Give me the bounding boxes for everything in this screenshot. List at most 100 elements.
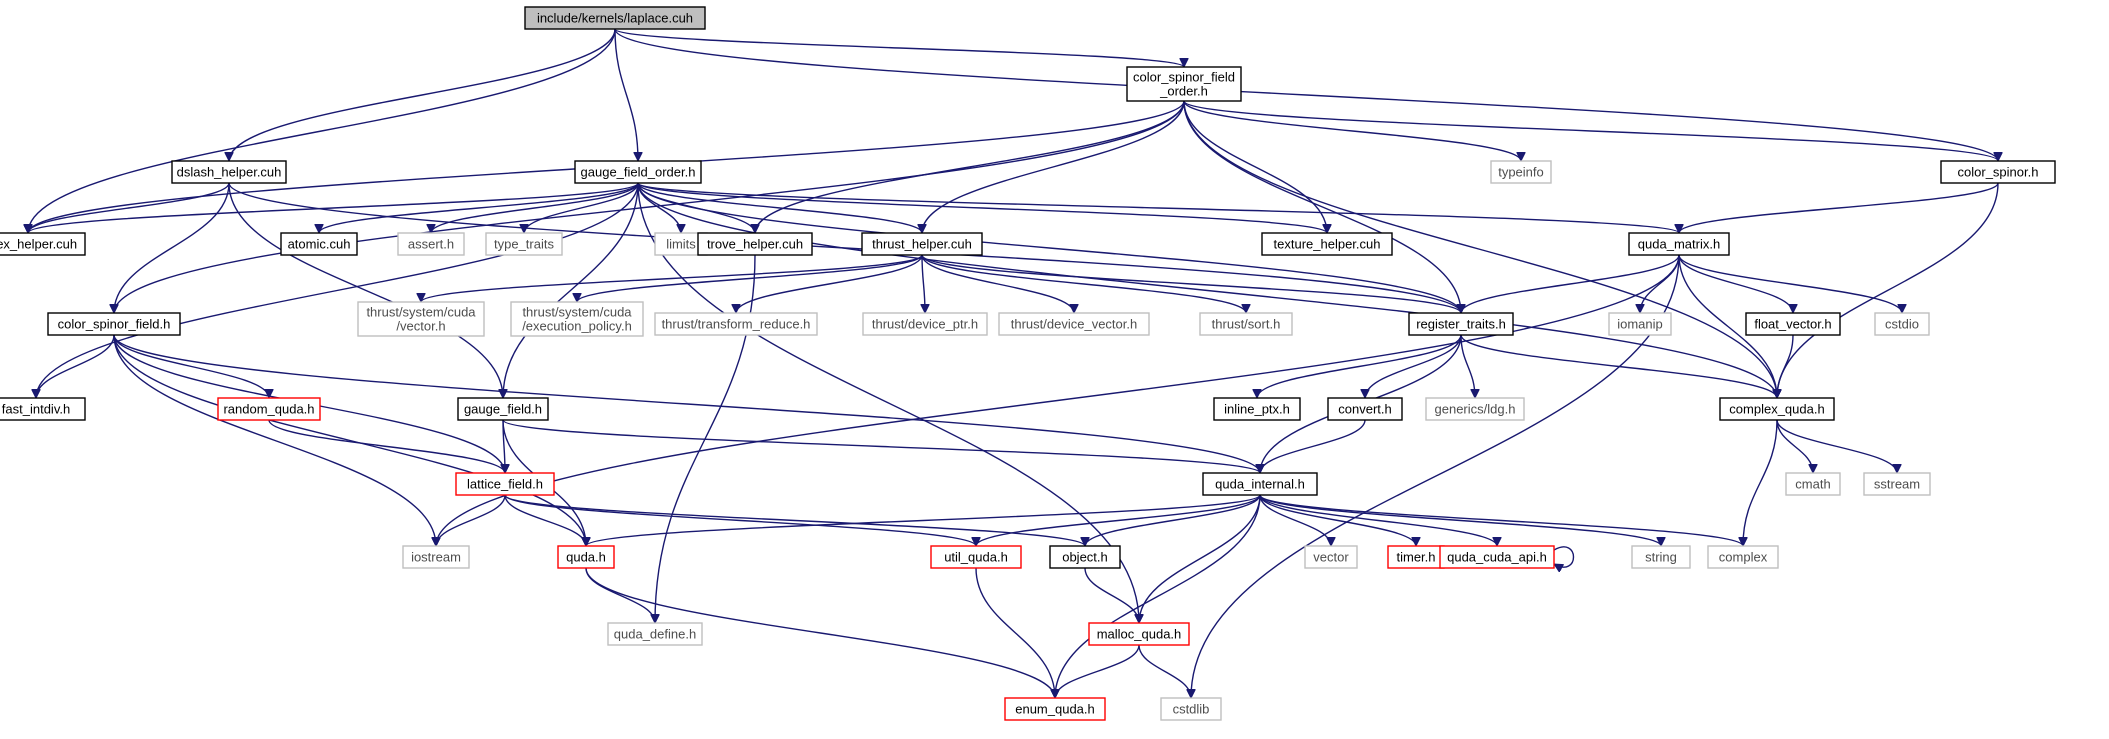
node-random_quda[interactable]: random_quda.h — [217, 397, 321, 421]
dependency-edge-gauge_field_order-to-atomic — [319, 182, 639, 234]
dependency-edge-gauge_field_order-to-type_traits — [524, 182, 639, 234]
node-label: gauge_field.h — [464, 402, 542, 417]
dependency-edge-quda_internal-to-object_h — [1085, 494, 1261, 547]
node-register_traits[interactable]: register_traits.h — [1408, 312, 1514, 336]
dependency-edge-thrust_helper-to-tsc_exec — [577, 254, 923, 303]
node-box — [510, 301, 644, 337]
node-label: vector — [1313, 550, 1349, 565]
node-complex_quda[interactable]: complex_quda.h — [1719, 397, 1835, 421]
dependency-edge-color_spinor_field-to-random_quda — [113, 334, 269, 399]
dependency-edge-convert-to-quda_internal — [1260, 419, 1366, 474]
node-string: string — [1631, 545, 1691, 569]
node-box — [1088, 622, 1190, 646]
node-transform_reduce: thrust/transform_reduce.h — [654, 312, 818, 336]
dependency-edge-dslash_helper-to-gauge_field — [228, 182, 503, 398]
node-label: quda.h — [566, 550, 606, 565]
node-label: iostream — [411, 550, 461, 565]
node-assert: assert.h — [397, 232, 465, 256]
node-type_traits: type_traits — [485, 232, 563, 256]
node-box — [1719, 397, 1835, 421]
node-box — [861, 232, 983, 256]
node-box — [217, 397, 321, 421]
dependency-edge-color_spinor-to-complex_quda — [1777, 182, 1999, 398]
node-box — [1863, 472, 1931, 496]
dependency-edge-color_spinor_field-to-iostream — [113, 334, 436, 546]
dependency-edge-thrust_helper-to-transform_reduce — [736, 254, 923, 314]
dependency-edge-gauge_field_order-to-quda_matrix — [637, 182, 1679, 234]
node-label: type_traits — [494, 237, 554, 252]
node-thrust_helper[interactable]: thrust_helper.cuh — [861, 232, 983, 256]
node-atomic[interactable]: atomic.cuh — [280, 232, 358, 256]
dependency-edge-dslash_helper-to-index_helper — [28, 182, 230, 234]
node-box — [1304, 545, 1358, 569]
node-lattice_field[interactable]: lattice_field.h — [455, 472, 555, 496]
node-box — [1707, 545, 1779, 569]
dependency-edge-laplace-to-index_helper — [28, 28, 616, 233]
node-label: thrust/device_ptr.h — [872, 317, 978, 332]
node-dslash_helper[interactable]: dslash_helper.cuh — [171, 160, 287, 184]
dependency-edge-gauge_field_order-to-thrust_helper — [637, 182, 922, 234]
node-object_h[interactable]: object.h — [1049, 545, 1121, 569]
node-util_quda[interactable]: util_quda.h — [930, 545, 1022, 569]
node-csfo[interactable]: color_spinor_field_order.h — [1126, 66, 1242, 102]
node-box — [1874, 312, 1930, 336]
node-limits: limits — [654, 232, 708, 256]
node-index_helper[interactable]: index_helper.cuh — [0, 232, 86, 256]
node-box — [47, 312, 181, 336]
node-gauge_field[interactable]: gauge_field.h — [457, 397, 549, 421]
node-fast_intdiv[interactable]: fast_intdiv.h — [0, 397, 86, 421]
node-malloc_quda[interactable]: malloc_quda.h — [1088, 622, 1190, 646]
node-color_spinor_field[interactable]: color_spinor_field.h — [47, 312, 181, 336]
node-tsc_exec: thrust/system/cuda/execution_policy.h — [510, 301, 644, 337]
dependency-edge-color_spinor-to-quda_matrix — [1679, 182, 1999, 234]
node-quda_cuda_api[interactable]: quda_cuda_api.h — [1439, 545, 1555, 569]
node-box — [402, 545, 470, 569]
dependency-edge-laplace-to-dslash_helper — [229, 28, 616, 161]
dependency-edge-gauge_field_order-to-texture_helper — [637, 182, 1327, 234]
node-box — [0, 232, 86, 256]
node-box — [357, 301, 485, 337]
dependency-edge-register_traits-to-complex_quda — [1460, 334, 1777, 399]
node-timer[interactable]: timer.h — [1387, 545, 1445, 569]
dependency-edge-thrust_helper-to-register_traits — [921, 254, 1461, 314]
node-iomanip: iomanip — [1608, 312, 1672, 336]
node-label: object.h — [1062, 550, 1108, 565]
node-label: convert.h — [1338, 402, 1391, 417]
node-convert[interactable]: convert.h — [1327, 397, 1403, 421]
dependency-edge-quda_h-to-enum_quda — [585, 567, 1055, 699]
dependency-edge-lattice_field-to-object_h — [504, 494, 1085, 547]
node-label: trove_helper.cuh — [707, 237, 803, 252]
node-label: util_quda.h — [944, 550, 1008, 565]
dependency-edge-gauge_field_order-to-register_traits — [637, 182, 1461, 314]
dependency-edge-laplace-to-color_spinor — [614, 28, 1998, 162]
node-float_vector[interactable]: float_vector.h — [1745, 312, 1841, 336]
node-box — [998, 312, 1150, 336]
node-quda_h[interactable]: quda.h — [557, 545, 615, 569]
node-box — [930, 545, 1022, 569]
node-vector: vector — [1304, 545, 1358, 569]
node-label: thrust_helper.cuh — [872, 237, 972, 252]
dependency-edge-quda_internal-to-complex — [1259, 494, 1743, 547]
node-complex: complex — [1707, 545, 1779, 569]
node-inline_ptx[interactable]: inline_ptx.h — [1213, 397, 1301, 421]
node-texture_helper[interactable]: texture_helper.cuh — [1261, 232, 1393, 256]
node-label: index_helper.cuh — [0, 237, 77, 252]
node-label: fast_intdiv.h — [2, 402, 70, 417]
node-enum_quda[interactable]: enum_quda.h — [1004, 697, 1106, 721]
dependency-edge-quda_internal-to-string — [1259, 494, 1661, 547]
dependency-edge-register_traits-to-generics_ldg — [1460, 334, 1475, 398]
node-quda_matrix[interactable]: quda_matrix.h — [1628, 232, 1730, 256]
node-label: /execution_policy.h — [522, 319, 632, 334]
node-laplace[interactable]: include/kernels/laplace.cuh — [524, 6, 706, 30]
node-color_spinor[interactable]: color_spinor.h — [1940, 160, 2056, 184]
node-trove_helper[interactable]: trove_helper.cuh — [697, 232, 813, 256]
node-gauge_field_order[interactable]: gauge_field_order.h — [574, 160, 702, 184]
node-box — [557, 545, 615, 569]
node-quda_internal[interactable]: quda_internal.h — [1202, 472, 1318, 496]
node-box — [1327, 397, 1403, 421]
dependency-edge-dslash_helper-to-color_spinor_field — [114, 182, 230, 313]
dependency-edge-quda_matrix-to-complex_quda — [1678, 254, 1777, 398]
node-label: color_spinor_field — [1133, 70, 1235, 85]
node-box — [1199, 312, 1293, 336]
